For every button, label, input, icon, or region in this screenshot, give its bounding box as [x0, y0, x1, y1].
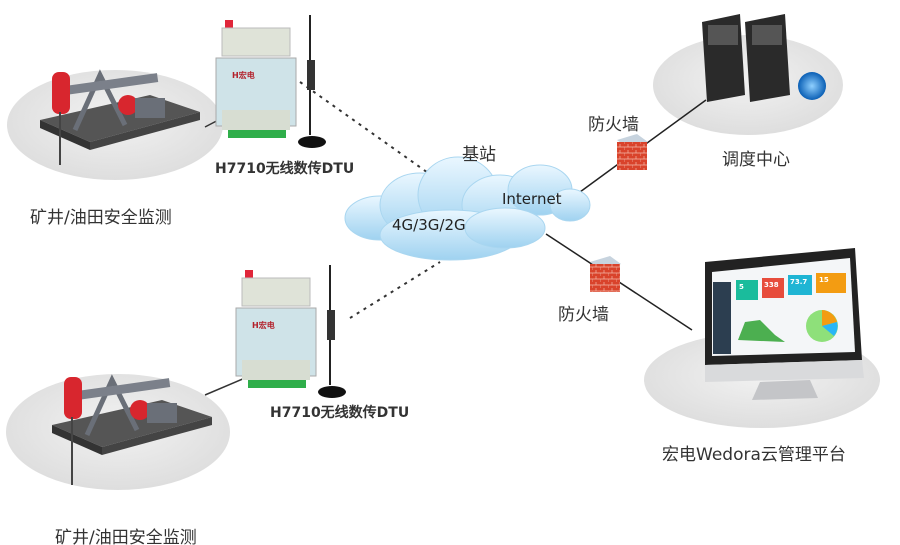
- globe-icon: [798, 72, 826, 100]
- firewall-label: 防火墙: [588, 115, 639, 135]
- kpi-value: 5: [739, 283, 744, 291]
- site-label: 矿井/油田安全监测: [55, 528, 197, 545]
- firewall-icon: [617, 134, 648, 170]
- svg-text:H宏电: H宏电: [232, 70, 255, 80]
- cloud-icon: [344, 156, 591, 261]
- dispatch-ground: [653, 35, 843, 135]
- kpi-value: 338: [764, 281, 779, 289]
- base-station-label: 基站: [462, 145, 496, 165]
- firewall-icon: [590, 256, 621, 292]
- kpi-value: 73.7: [790, 278, 808, 286]
- dtu-label: H7710无线数传DTU: [270, 405, 410, 421]
- pump-jack-icon: [40, 69, 200, 165]
- svg-text:H宏电: H宏电: [252, 320, 275, 330]
- link-dtu2-cloud: [349, 261, 441, 319]
- pump-jack-icon: [52, 374, 212, 485]
- kpi-value: 15: [819, 276, 829, 284]
- dtu-device-icon: H宏电: [215, 15, 326, 148]
- dispatch-center-label: 调度中心: [722, 150, 790, 170]
- dtu-device-icon: H宏电: [235, 265, 346, 398]
- firewall-label: 防火墙: [558, 305, 609, 325]
- dtu-label: H7710无线数传DTU: [215, 161, 355, 177]
- internet-label: Internet: [502, 190, 562, 208]
- site-label: 矿井/油田安全监测: [30, 208, 172, 228]
- cellular-label: 4G/3G/2G: [392, 216, 466, 234]
- link-site2-dtu2: [204, 377, 246, 396]
- monitor-icon: [705, 248, 864, 400]
- server-icon: [702, 14, 790, 102]
- cloud-platform-label: 宏电Wedora云管理平台: [662, 445, 846, 465]
